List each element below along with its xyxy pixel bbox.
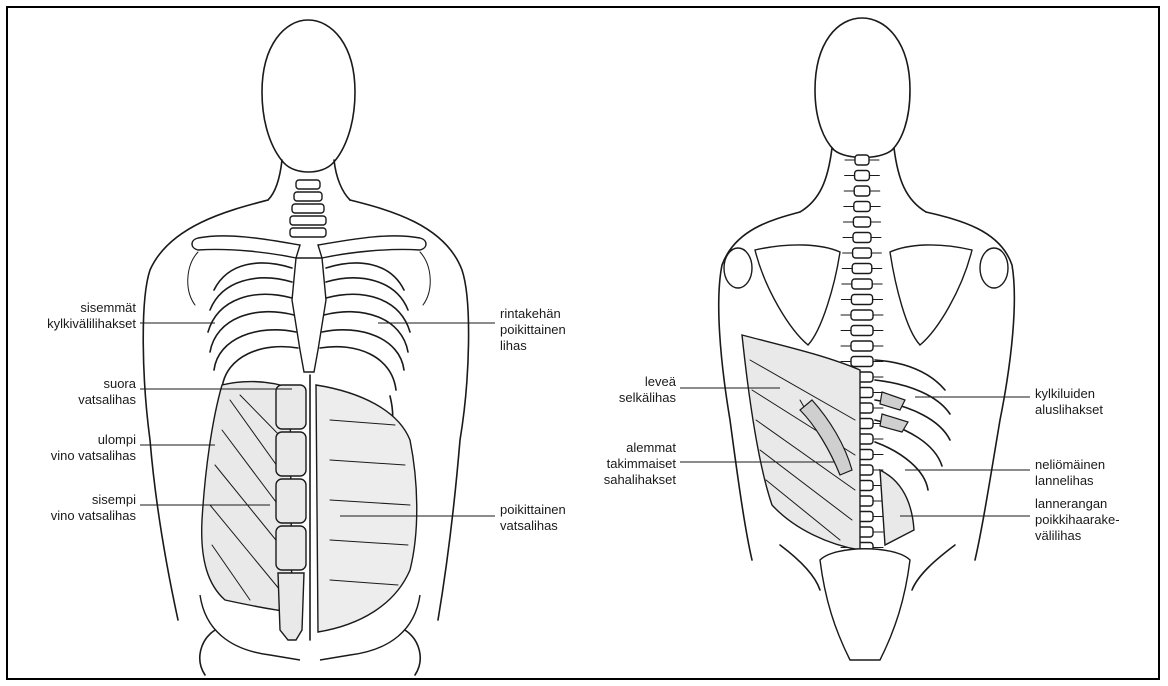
vertebra (853, 217, 870, 227)
front-clavicle-left (192, 236, 300, 258)
back-humerus-head-left (724, 248, 752, 288)
back-iliac-left (780, 545, 820, 590)
front-transversus-muscle (316, 385, 417, 632)
back-latissimus-dorsi (742, 335, 860, 550)
front-neck-left (268, 160, 282, 200)
back-humerus-head-right (980, 248, 1008, 288)
vertebra (851, 295, 872, 305)
front-figure (143, 20, 468, 675)
front-sternum (292, 258, 326, 372)
vertebra (852, 279, 872, 289)
back-head (815, 18, 910, 158)
front-head (262, 20, 355, 172)
vertebra (853, 248, 872, 258)
vertebra (854, 202, 870, 212)
label-poikittainen-vatsalihas: poikittainen vatsalihas (500, 502, 610, 534)
vertebra (853, 233, 871, 243)
vertebra (855, 171, 870, 181)
back-scapula-left (755, 245, 840, 345)
front-hip-left (200, 630, 215, 675)
front-scapula-left (188, 252, 198, 305)
label-ulompi-vino-vatsalihas: ulompi vino vatsalihas (10, 432, 136, 464)
back-sacrum (820, 549, 910, 660)
back-neck-left (800, 148, 832, 212)
label-lannerangan-poikkihaarakevalilihas: lannerangan poikkihaarake- välilihas (1035, 496, 1155, 544)
label-alemmat-takimmaiset-sahalihakset: alemmat takimmaiset sahalihakset (560, 440, 676, 488)
vertebra (854, 186, 870, 196)
front-scapula-right (420, 252, 430, 305)
label-kylkiluiden-aluslihakset: kylkiluiden aluslihakset (1035, 386, 1155, 418)
front-cervical-spine (290, 180, 326, 237)
label-neliomainen-lannelihas: neliömäinen lannelihas (1035, 457, 1155, 489)
back-quadratus-lumborum (880, 470, 914, 545)
label-suora-vatsalihas: suora vatsalihas (10, 376, 136, 408)
vertebra (852, 264, 872, 274)
front-clavicle-right (318, 236, 426, 258)
vertebra (851, 326, 873, 336)
front-neck-right (334, 160, 350, 200)
label-rintakehan-poikittainen-lihas: rintakehän poikittainen lihas (500, 306, 610, 354)
back-neck-right (894, 148, 926, 212)
back-figure (719, 18, 1015, 660)
vertebra (851, 357, 873, 367)
label-sisemmat-kylkivalilihakset: sisemmät kylkivälilihakset (10, 300, 136, 332)
front-rectus-abdominis (276, 375, 310, 640)
vertebra (855, 155, 869, 165)
back-scapula-right (890, 245, 972, 345)
front-ribs-left (208, 263, 298, 388)
label-levea-selkalihas: leveä selkälihas (560, 374, 676, 406)
label-sisempi-vino-vatsalihas: sisempi vino vatsalihas (10, 492, 136, 524)
vertebra (851, 341, 873, 351)
front-hip-right (405, 630, 420, 675)
vertebra (851, 310, 873, 320)
back-iliac-right (912, 545, 955, 590)
